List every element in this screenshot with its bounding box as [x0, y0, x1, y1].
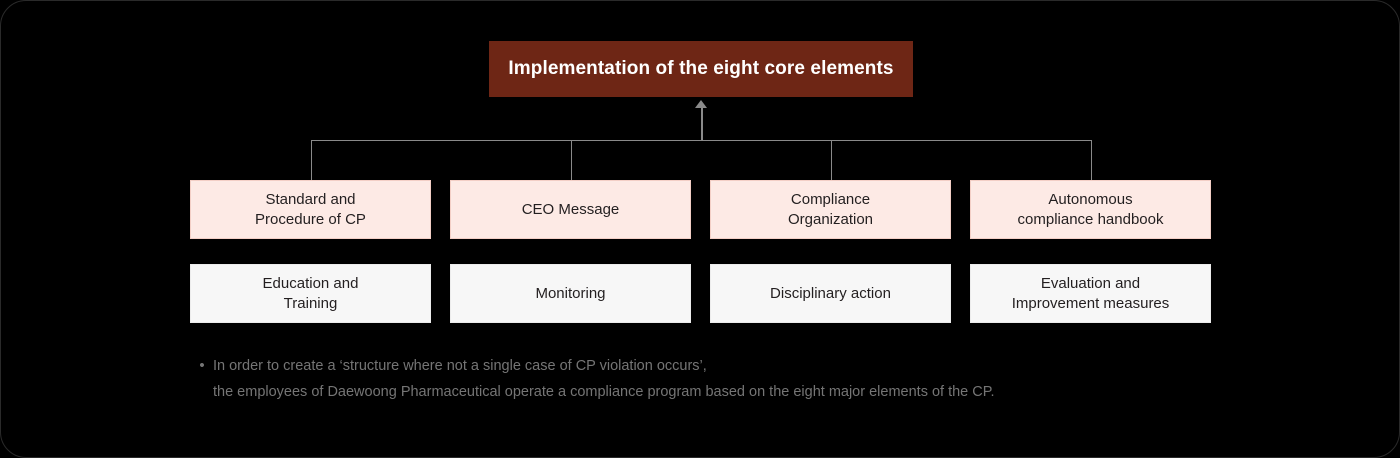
element-box-standard-procedure[interactable]: Standard and Procedure of CP: [190, 180, 431, 239]
arrow-up-icon: [695, 100, 707, 108]
connector-drop-3: [831, 140, 832, 181]
element-box-label: Evaluation and Improvement measures: [1011, 274, 1170, 312]
element-box-monitoring[interactable]: Monitoring: [450, 264, 691, 323]
connector-horizontal: [311, 140, 1091, 141]
element-box-autonomous-compliance-handbook[interactable]: Autonomous compliance handbook: [970, 180, 1211, 239]
element-box-label: Autonomous compliance handbook: [1017, 190, 1164, 228]
element-box-label: Education and Training: [262, 274, 359, 312]
element-box-label: Monitoring: [535, 284, 606, 302]
element-box-ceo-message[interactable]: CEO Message: [450, 180, 691, 239]
element-box-disciplinary-action[interactable]: Disciplinary action: [710, 264, 951, 323]
footnote: • In order to create a ‘structure where …: [191, 353, 1191, 405]
element-box-education-training[interactable]: Education and Training: [190, 264, 431, 323]
header-node-label: Implementation of the eight core element…: [508, 58, 894, 79]
bullet-icon: •: [199, 357, 205, 374]
connector-drop-2: [571, 140, 572, 181]
element-row-secondary: Education and Training Monitoring Discip…: [190, 264, 1211, 323]
arrow-stem: [701, 105, 703, 141]
element-box-label: Disciplinary action: [770, 284, 891, 302]
element-box-label: CEO Message: [521, 200, 620, 218]
element-box-label: Standard and Procedure of CP: [255, 190, 366, 228]
element-row-primary: Standard and Procedure of CP CEO Message…: [190, 180, 1211, 239]
element-box-label: Compliance Organization: [787, 190, 874, 228]
element-box-compliance-organization[interactable]: Compliance Organization: [710, 180, 951, 239]
connector-drop-4: [1091, 140, 1092, 181]
connector-drop-1: [311, 140, 312, 181]
element-box-evaluation-improvement[interactable]: Evaluation and Improvement measures: [970, 264, 1211, 323]
footnote-text: In order to create a ‘structure where no…: [213, 358, 995, 400]
header-node: Implementation of the eight core element…: [489, 41, 913, 97]
